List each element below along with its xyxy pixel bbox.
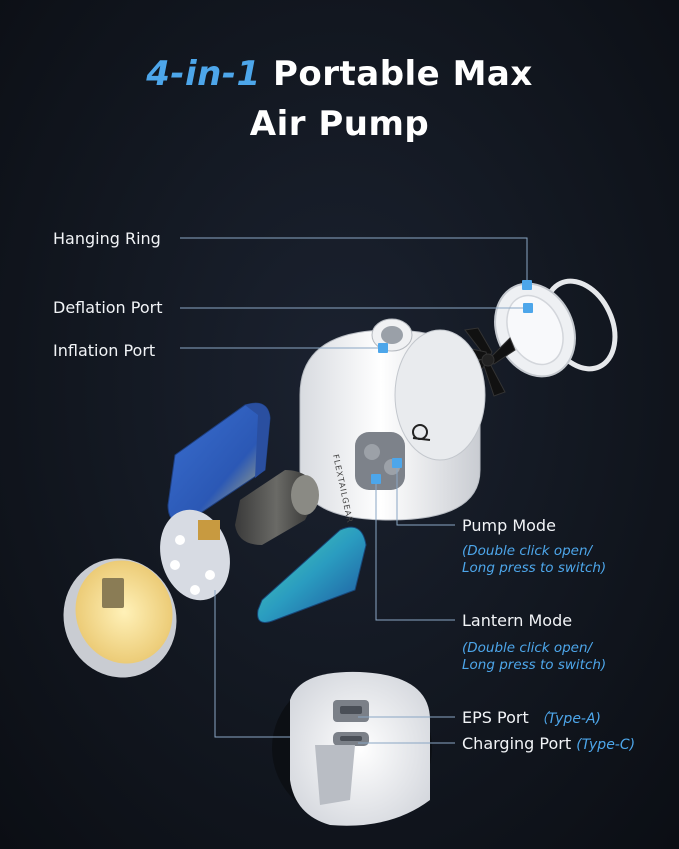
label-deflation-port: Deflation Port [53,298,163,317]
title-line-1: 4-in-1 Portable Max [0,54,679,94]
battery-bottom [257,526,367,623]
label-charging-port: Charging Port (Type-C) [462,734,635,753]
pump-main-body [299,318,486,521]
charging-port-text: Charging Port [462,734,572,753]
label-eps-port: EPS Port （Type-A) [462,708,601,728]
title-accent: 4-in-1 [146,54,261,94]
title-line-1-text: Portable Max [272,54,533,94]
charging-port-type: (Type-C) [576,737,636,753]
ports-closeup [272,671,432,826]
battery-top [167,402,271,523]
eps-port-text: EPS Port [462,708,529,727]
callout-lines [180,237,528,744]
label-inflation-port: Inflation Port [53,341,156,360]
callout-markers [371,280,533,484]
hanging-ring-cap [494,278,618,378]
title-line-2: Air Pump [249,104,430,144]
lantern-mode-sub-1: (Double click open/ [462,640,593,656]
motor [235,470,319,545]
eps-port-type: （Type-A) [533,711,602,727]
pump-mode-sub-2: Long press to switch) [462,560,607,576]
label-lantern-mode: Lantern Mode [462,611,573,630]
lantern-base [63,558,177,678]
pump-mode-sub-1: (Double click open/ [462,543,593,559]
led-board [160,509,230,601]
label-hanging-ring: Hanging Ring [53,229,161,248]
label-pump-mode: Pump Mode [462,516,556,535]
lantern-mode-sub-2: Long press to switch) [462,657,607,673]
